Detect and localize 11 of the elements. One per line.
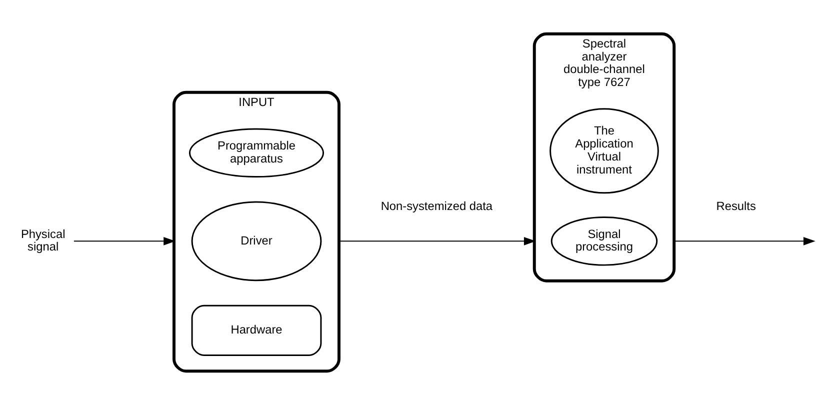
node-ellipse: The Application Virtual instrument xyxy=(550,108,659,194)
node-box: Hardware xyxy=(191,304,322,356)
node-text: Physical signal xyxy=(20,226,66,254)
node-ellipse: Signal processing xyxy=(550,216,658,266)
node-ellipse: Programmable apparatus xyxy=(188,128,324,178)
arrow xyxy=(73,236,176,245)
edge-label: Results xyxy=(716,198,756,213)
arrow xyxy=(674,236,816,245)
arrow xyxy=(338,236,536,245)
node-ellipse: Driver xyxy=(191,200,322,281)
edge-label: Non-systemized data xyxy=(380,198,493,213)
